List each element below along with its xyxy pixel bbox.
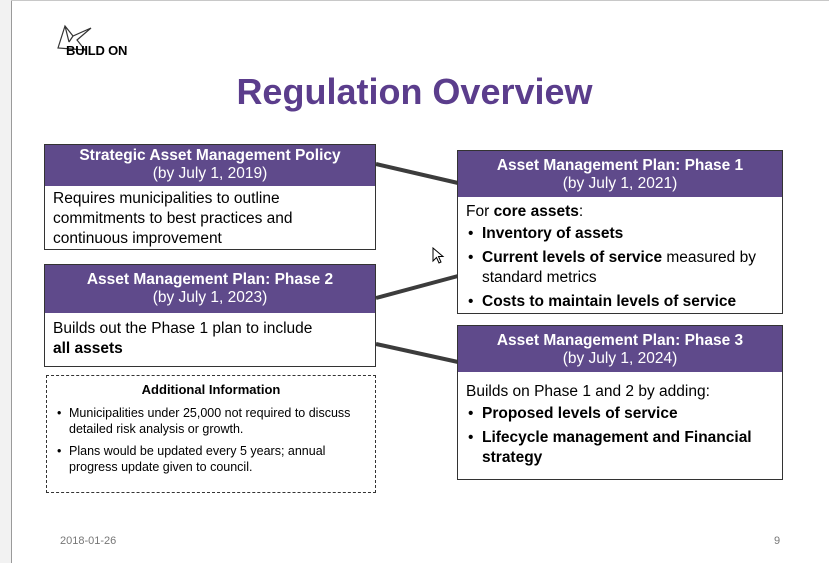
build-on-logo-icon <box>57 24 92 51</box>
phase1-header: Asset Management Plan: Phase 1 (by July … <box>458 151 782 197</box>
phase3-date: (by July 1, 2024) <box>562 350 678 367</box>
phase1-list: Inventory of assets Current levels of se… <box>466 224 774 312</box>
phase1-date: (by July 1, 2021) <box>562 175 678 192</box>
phase2-date: (by July 1, 2023) <box>152 289 268 306</box>
phase3-bullet-2: Lifecycle management and Financial strat… <box>466 428 774 468</box>
additional-info-box: Additional Information Municipalities un… <box>46 375 376 493</box>
phase1-intro-bold: core assets <box>493 203 579 220</box>
phase2-body-bold: all assets <box>53 340 123 357</box>
slide-border-top <box>11 0 829 1</box>
phase3-body: Builds on Phase 1 and 2 by adding: Propo… <box>458 372 782 476</box>
phase1-bullet-1-text: Inventory of assets <box>482 225 624 242</box>
phase1-bullet-1: Inventory of assets <box>466 224 774 244</box>
footer-date: 2018-01-26 <box>60 535 117 547</box>
additional-info-list: Municipalities under 25,000 not required… <box>55 405 367 475</box>
logo-text: BUILD ON <box>66 43 128 58</box>
connector-phase2-phase3 <box>375 342 459 364</box>
phase2-box: Asset Management Plan: Phase 2 (by July … <box>44 264 376 367</box>
page-title: Regulation Overview <box>236 71 593 112</box>
phase2-body-text: Builds out the Phase 1 plan to include <box>53 320 313 337</box>
phase1-bullet-2: Current levels of service measured by st… <box>466 248 774 288</box>
phase3-list: Proposed levels of service Lifecycle man… <box>466 404 774 468</box>
phase3-header: Asset Management Plan: Phase 3 (by July … <box>458 326 782 372</box>
phase3-bullet-1: Proposed levels of service <box>466 404 774 424</box>
phase1-intro: For core assets: <box>466 202 774 222</box>
slide-border-left <box>11 0 12 563</box>
phase3-bullet-1-text: Proposed levels of service <box>482 405 678 422</box>
phase2-body: Builds out the Phase 1 plan to include a… <box>45 313 375 363</box>
page-number: 9 <box>774 535 781 547</box>
phase1-title: Asset Management Plan: Phase 1 <box>496 157 744 174</box>
policy-box: Strategic Asset Management Policy (by Ju… <box>44 144 376 250</box>
phase1-box: Asset Management Plan: Phase 1 (by July … <box>457 150 783 314</box>
phase1-intro-prefix: For <box>466 203 490 220</box>
phase2-header: Asset Management Plan: Phase 2 (by July … <box>45 265 375 313</box>
phase1-body: For core assets: Inventory of assets Cur… <box>458 197 782 320</box>
phase2-title: Asset Management Plan: Phase 2 <box>86 271 334 288</box>
policy-body: Requires municipalities to outline commi… <box>53 190 293 247</box>
phase1-bullet-3: Costs to maintain levels of service <box>466 292 774 312</box>
connector-phase2-phase1 <box>375 274 459 300</box>
phase1-bullet-3-text: Costs to maintain levels of service <box>482 293 737 310</box>
policy-title: Strategic Asset Management Policy <box>79 147 341 164</box>
additional-info-item-1: Municipalities under 25,000 not required… <box>55 405 367 437</box>
phase3-box: Asset Management Plan: Phase 3 (by July … <box>457 325 783 480</box>
policy-date: (by July 1, 2019) <box>152 165 268 182</box>
window-edge <box>0 0 11 563</box>
phase3-intro: Builds on Phase 1 and 2 by adding: <box>466 383 710 400</box>
phase1-intro-suffix: : <box>578 203 584 220</box>
mouse-pointer-icon <box>432 247 445 264</box>
additional-info-item-2: Plans would be updated every 5 years; an… <box>55 443 367 475</box>
phase3-bullet-2-text: Lifecycle management and Financial strat… <box>482 429 752 466</box>
additional-info-heading: Additional Information <box>141 382 281 397</box>
phase3-title: Asset Management Plan: Phase 3 <box>496 332 744 349</box>
policy-header: Strategic Asset Management Policy (by Ju… <box>45 145 375 186</box>
phase1-bullet-2-rest: measured by standard metrics <box>482 249 756 286</box>
phase1-bullet-2-bold: Current levels of service <box>482 249 663 266</box>
connector-policy-phase1 <box>375 162 459 185</box>
